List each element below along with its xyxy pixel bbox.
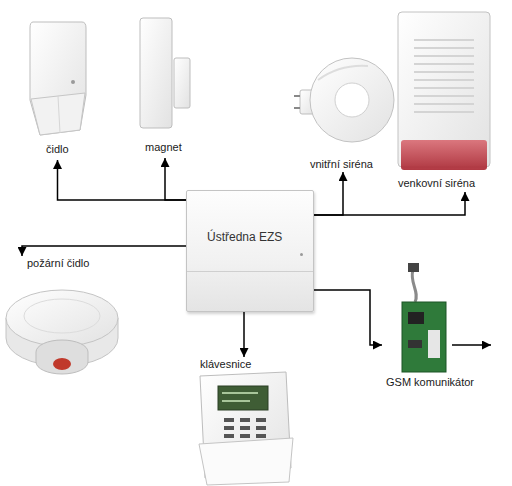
connector-arrow (314, 172, 343, 215)
gsm-cable (412, 270, 416, 302)
magnet-contact-node: magnet (135, 15, 195, 158)
device-label: venkovní siréna (398, 177, 475, 190)
control-panel-box: Ústředna EZS (186, 190, 314, 312)
connector-arrow (165, 158, 186, 200)
connector-arrow (22, 246, 186, 256)
gsm-chip (408, 340, 422, 348)
sensor-led (71, 80, 75, 84)
output-arrow (452, 344, 491, 346)
gsm-chip (408, 312, 424, 324)
gsm-sim (428, 330, 440, 358)
outdoor-siren-node: venkovní siréna (392, 8, 495, 192)
smoke-detector-node: požární čidlo (5, 256, 125, 386)
magnetic-contact (140, 18, 190, 128)
keypad-display (218, 386, 268, 410)
panel-title: Ústředna EZS (207, 231, 282, 244)
plug-pins (294, 96, 300, 108)
sensor-facet (58, 96, 60, 133)
device-label: požární čidlo (27, 257, 89, 270)
detector-chamber (36, 340, 88, 374)
device-label: čidlo (46, 143, 69, 156)
gsm-plug (408, 263, 419, 272)
display-lines (222, 393, 258, 401)
outdoor-siren (398, 12, 490, 170)
connector-arrow (314, 290, 382, 345)
indoor-siren (294, 58, 394, 142)
sensor-lens (31, 93, 85, 135)
sensor-body (30, 22, 86, 135)
smoke-detector (6, 290, 118, 374)
siren-highlight (318, 66, 368, 80)
gsm-module (402, 263, 446, 372)
contact-magnet (174, 58, 190, 108)
siren-flasher (401, 140, 487, 170)
connector-arrow (243, 312, 245, 357)
detector-ring (24, 299, 100, 333)
siren-louvers (414, 40, 474, 112)
device-label: GSM komunikátor (386, 376, 474, 389)
device-label: klávesnice (200, 358, 251, 371)
detector-led (53, 358, 71, 370)
connector-arrow (58, 160, 187, 200)
motion-sensor (30, 22, 86, 135)
device-label: magnet (145, 141, 182, 154)
keypad-flap (199, 438, 293, 485)
gsm-board (402, 302, 446, 372)
detector-top (6, 290, 118, 346)
motion-sensor-node: čidlo (25, 15, 90, 160)
keypad-node: klávesnice (195, 357, 295, 483)
siren-body (310, 58, 394, 142)
indoor-siren-node: vnitřní siréna (298, 40, 392, 172)
contact-body (140, 18, 172, 128)
keypad (199, 372, 293, 485)
connector-arrow (314, 192, 465, 215)
device-label: vnitřní siréna (310, 158, 373, 171)
siren-center (335, 83, 369, 117)
keypad-keys (224, 420, 266, 436)
gsm-module-node: GSM komunikátor (382, 262, 482, 392)
